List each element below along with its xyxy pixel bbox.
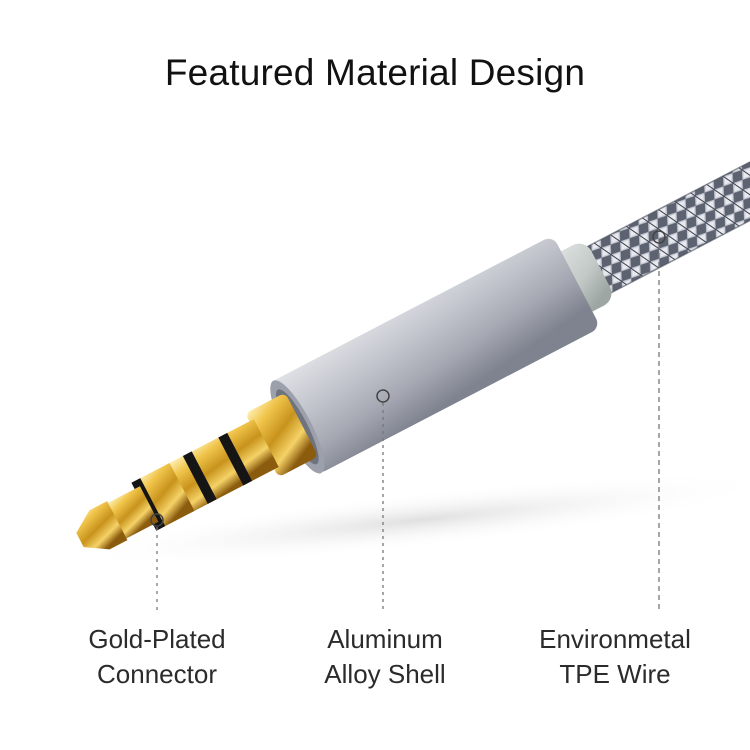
callout-tpe-wire [652,230,666,610]
marker-circle-icon [376,389,390,403]
marker-circle-icon [150,513,164,527]
label-gold-plated-connector: Gold-Plated Connector [47,622,267,692]
label-line-2: TPE Wire [559,659,671,689]
floor-shadow [61,473,750,567]
callout-gold-connector [150,513,164,610]
label-aluminum-alloy-shell: Aluminum Alloy Shell [275,622,495,692]
marker-circle-icon [652,230,666,244]
label-tpe-wire: Environmetal TPE Wire [505,622,725,692]
label-line-2: Alloy Shell [324,659,446,689]
gold-plug [76,394,317,550]
label-line-1: Environmetal [539,624,691,654]
page-title: Featured Material Design [164,52,586,93]
tpe-collar [552,243,612,314]
callout-aluminum-shell [376,389,390,610]
label-line-2: Connector [97,659,217,689]
label-line-1: Aluminum [327,624,443,654]
label-line-1: Gold-Plated [88,624,226,654]
